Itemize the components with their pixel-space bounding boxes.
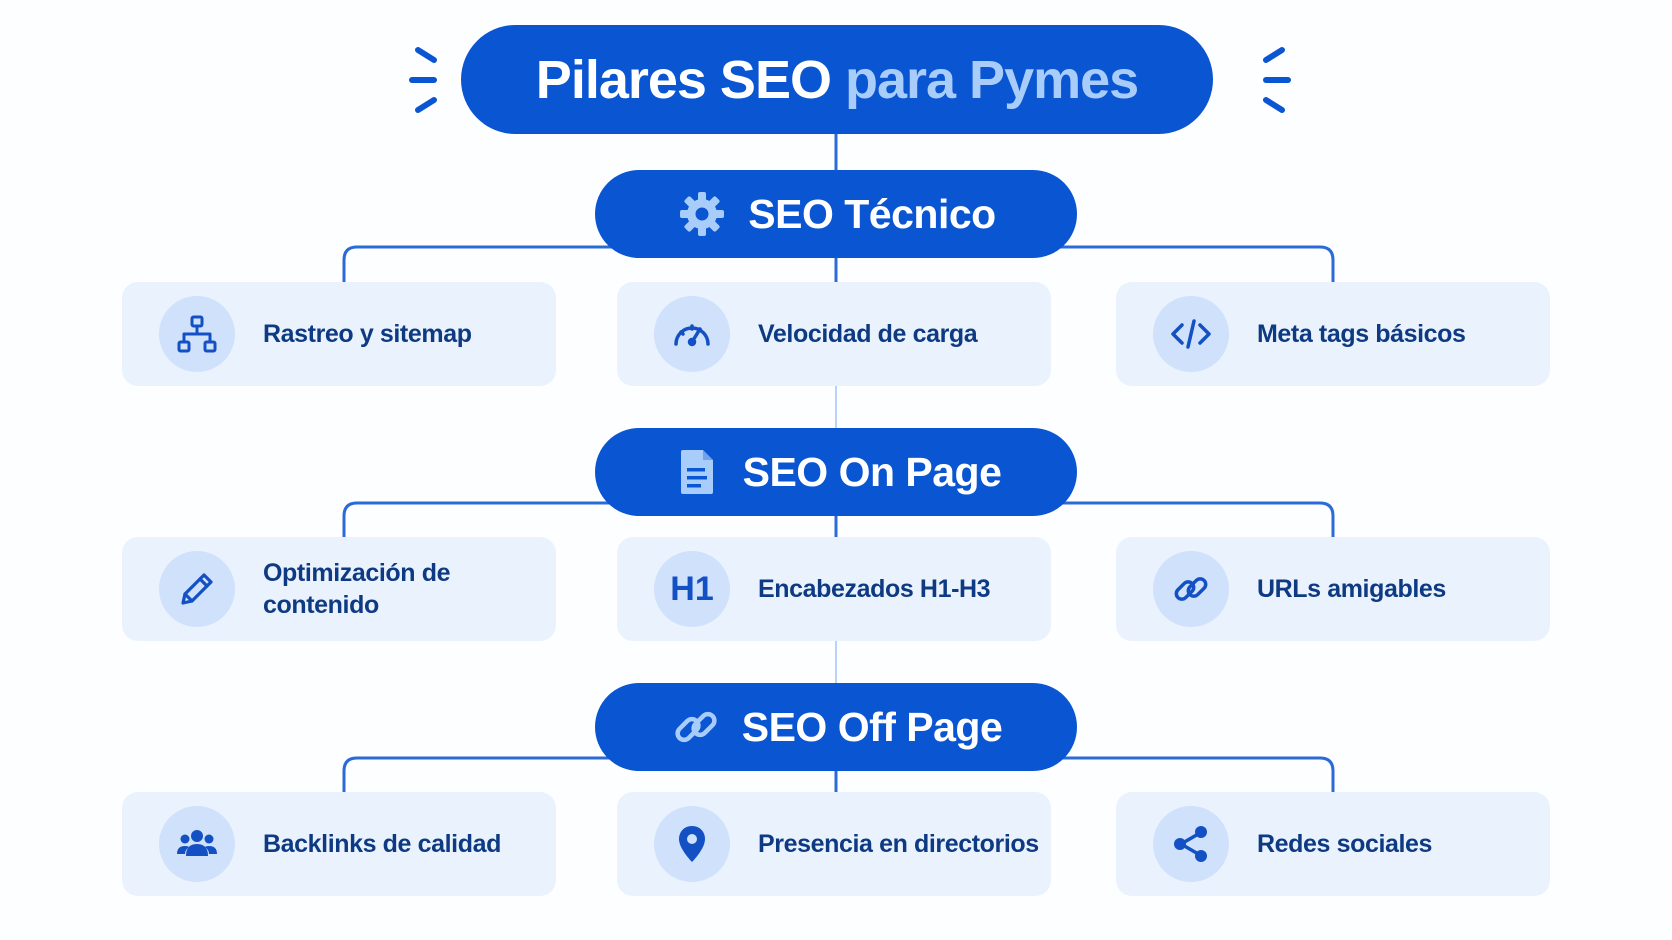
card-label: Backlinks de calidad [263,830,501,858]
code-icon [1153,296,1229,372]
speedometer-icon [654,296,730,372]
section-title: SEO Off Page [741,703,1003,750]
page-title: Pilares SEO para Pymes [461,25,1213,134]
spark-decoration-left [409,47,437,113]
gear-icon [676,188,728,240]
link-icon [1153,551,1229,627]
card-label: Presencia en directorios [758,830,1039,858]
card-label: Encabezados H1-H3 [758,575,991,603]
card-encabezados: H1 Encabezados H1-H3 [617,537,1051,641]
card-label: Meta tags básicos [1257,320,1466,348]
card-velocidad-carga: Velocidad de carga [617,282,1051,386]
section-title: SEO On Page [742,448,1002,495]
link-icon [670,701,722,753]
section-seo-tecnico: SEO Técnico [595,170,1077,258]
card-label: URLs amigables [1257,575,1446,603]
spark-decoration-right [1263,47,1291,113]
section-seo-on-page: SEO On Page [595,428,1077,516]
sitemap-icon [159,296,235,372]
users-icon [159,806,235,882]
card-directorios: Presencia en directorios [617,792,1051,896]
card-meta-tags: Meta tags básicos [1116,282,1550,386]
card-label: Redes sociales [1257,830,1433,858]
map-pin-icon [654,806,730,882]
card-rastreo-sitemap: Rastreo y sitemap [122,282,556,386]
card-label: Velocidad de carga [758,320,978,348]
card-backlinks: Backlinks de calidad [122,792,556,896]
card-optimizacion-contenido: Optimización de contenido [122,537,556,641]
title-accent-text: para Pymes [844,49,1139,110]
section-title: SEO Técnico [748,190,996,237]
share-icon [1153,806,1229,882]
card-label: Rastreo y sitemap [263,320,472,348]
card-redes-sociales: Redes sociales [1116,792,1550,896]
pencil-icon [159,551,235,627]
card-urls-amigables: URLs amigables [1116,537,1550,641]
section-seo-off-page: SEO Off Page [595,683,1077,771]
card-label: Optimización de contenido [263,559,451,619]
heading-glyph: H1 [670,569,714,608]
heading-icon: H1 [654,551,730,627]
title-main-text: Pilares SEO [535,49,832,110]
document-icon [671,446,723,498]
